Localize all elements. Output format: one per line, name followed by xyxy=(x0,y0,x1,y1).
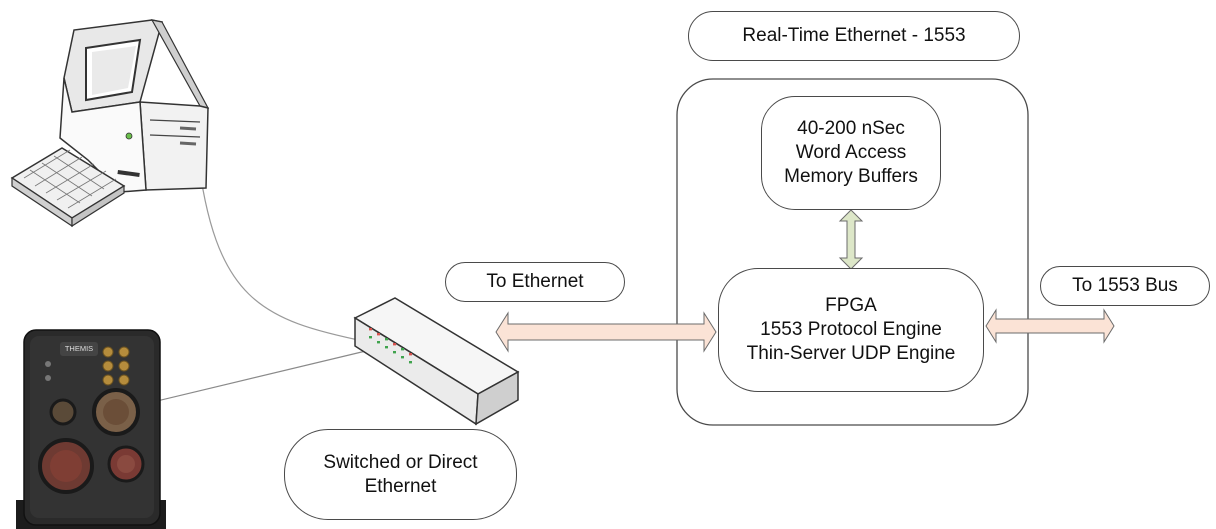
ethernet-1553-container xyxy=(676,78,1029,426)
to-ethernet-label: To Ethernet xyxy=(486,271,584,292)
memory-line-3: Memory Buffers xyxy=(784,166,918,187)
to-ethernet-label-box: To Ethernet xyxy=(445,262,625,302)
network-label-line-2: Ethernet xyxy=(364,475,437,497)
ethernet-double-arrow xyxy=(495,311,717,353)
desktop-computer-icon xyxy=(59,19,210,193)
fpga-line-1: FPGA xyxy=(825,295,877,316)
title-label-text: Real-Time Ethernet - 1553 xyxy=(742,25,966,46)
network-switch-icon xyxy=(353,297,520,426)
to-1553-bus-label-box: To 1553 Bus xyxy=(1040,266,1210,306)
memory-fpga-vertical-arrow xyxy=(838,209,864,270)
device-brand-text: THEMIS xyxy=(65,344,93,353)
switch-port-leds xyxy=(369,328,412,364)
fpga-line-3: Thin-Server UDP Engine xyxy=(746,343,956,364)
fpga-engine-box: FPGA 1553 Protocol Engine Thin-Server UD… xyxy=(718,268,984,392)
computer-to-switch-cable xyxy=(196,149,369,343)
rugged-avionics-device-icon: THEMIS xyxy=(16,329,166,529)
memory-line-2: Word Access xyxy=(795,142,907,163)
bus-double-arrow xyxy=(985,308,1115,344)
network-label-line-1: Switched or Direct xyxy=(323,451,478,473)
title-label-box: Real-Time Ethernet - 1553 xyxy=(688,11,1020,61)
keyboard-icon xyxy=(10,147,126,228)
memory-line-1: 40-200 nSec xyxy=(797,118,905,139)
fpga-line-2: 1553 Protocol Engine xyxy=(760,319,942,340)
memory-buffers-box: 40-200 nSec Word Access Memory Buffers xyxy=(761,96,941,210)
network-type-label-box: Switched or Direct Ethernet xyxy=(284,429,517,520)
to-1553-bus-label: To 1553 Bus xyxy=(1072,275,1178,296)
